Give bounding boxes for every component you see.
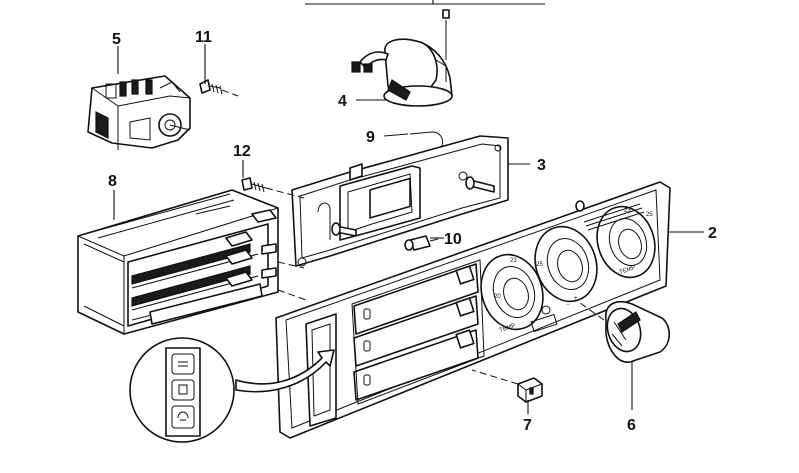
part-8-control-unit bbox=[77, 189, 307, 335]
right-dial-scale-right: 25 bbox=[646, 212, 653, 218]
inset-detail-button-switch bbox=[129, 337, 235, 443]
callout-2: 2 bbox=[708, 225, 717, 242]
center-dial-plus: + bbox=[574, 296, 578, 302]
part-2-control-panel: 20 23 25 TEMP − + 23 25 TEMP bbox=[235, 181, 671, 439]
top-reference-line bbox=[305, 0, 545, 5]
callout-10: 10 bbox=[444, 231, 462, 248]
leader-lines bbox=[113, 44, 704, 414]
part-6-rotary-knob bbox=[575, 299, 671, 363]
left-dial-scale-left: 20 bbox=[494, 294, 501, 300]
callout-7: 7 bbox=[523, 417, 532, 434]
left-dial-scale-top: 23 bbox=[510, 258, 517, 264]
callout-11: 11 bbox=[195, 29, 212, 46]
part-4-flap-actuator bbox=[351, 9, 453, 107]
callout-3: 3 bbox=[537, 157, 546, 174]
right-dial-scale-top: 23 bbox=[624, 208, 631, 214]
callout-12: 12 bbox=[233, 143, 251, 160]
left-dial-temp-label: TEMP bbox=[499, 323, 517, 334]
callout-9: 9 bbox=[366, 129, 375, 146]
part-5-actuator-housing bbox=[87, 75, 191, 150]
part-12-screw bbox=[241, 177, 305, 199]
center-dial-minus: − bbox=[566, 302, 570, 308]
left-dial-scale-right: 25 bbox=[536, 262, 543, 268]
right-dial-temp-label: TEMP bbox=[619, 265, 637, 276]
callout-6: 6 bbox=[627, 417, 636, 434]
callout-4: 4 bbox=[338, 93, 347, 110]
part-11-screw bbox=[199, 79, 239, 97]
callout-labels: 5 11 4 9 3 12 8 10 2 6 7 bbox=[108, 29, 717, 434]
part-7-button-cap bbox=[471, 369, 543, 403]
callout-8: 8 bbox=[108, 173, 117, 190]
part-3-mounting-frame bbox=[291, 135, 509, 267]
callout-5: 5 bbox=[112, 31, 121, 48]
part-10-bulb bbox=[404, 235, 439, 251]
